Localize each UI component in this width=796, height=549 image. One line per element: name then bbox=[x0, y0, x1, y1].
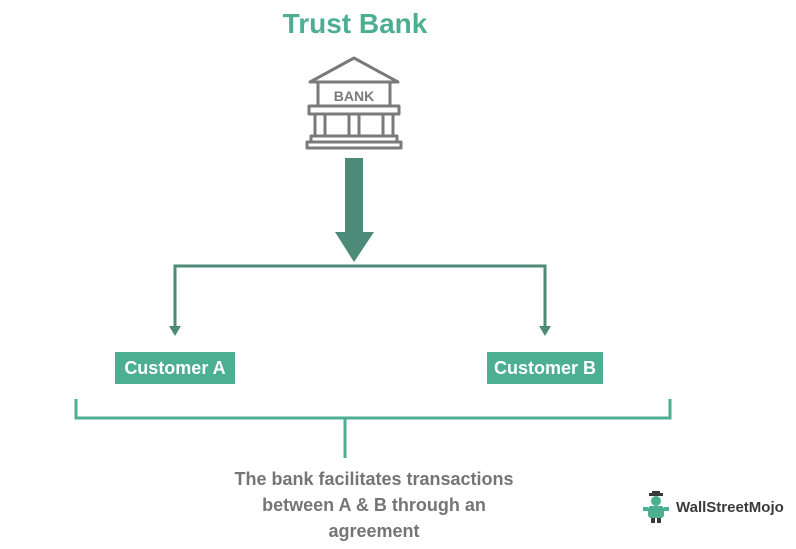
logo-text: WallStreetMojo bbox=[676, 498, 784, 516]
branch-connector bbox=[173, 264, 547, 328]
mascot-icon bbox=[643, 491, 669, 523]
caption: The bank facilitates transactions betwee… bbox=[214, 466, 534, 544]
diagram-title: Trust Bank bbox=[282, 8, 428, 39]
customer-b-box: Customer B bbox=[487, 352, 603, 384]
caption-line-3: agreement bbox=[328, 521, 420, 541]
arrow-head-right bbox=[539, 326, 551, 336]
caption-line-1: The bank facilitates transactions bbox=[234, 469, 514, 489]
caption-line-2: between A & B through an bbox=[262, 495, 486, 515]
bank-icon-label: BANK bbox=[334, 88, 374, 104]
wallstreetmojo-logo[interactable]: WallStreetMojo bbox=[640, 490, 784, 524]
arrow-head-left bbox=[169, 326, 181, 336]
bank-icon: BANK bbox=[305, 56, 403, 150]
customer-a-box: Customer A bbox=[115, 352, 235, 384]
main-down-arrow bbox=[335, 158, 374, 262]
bottom-bracket bbox=[74, 399, 672, 458]
